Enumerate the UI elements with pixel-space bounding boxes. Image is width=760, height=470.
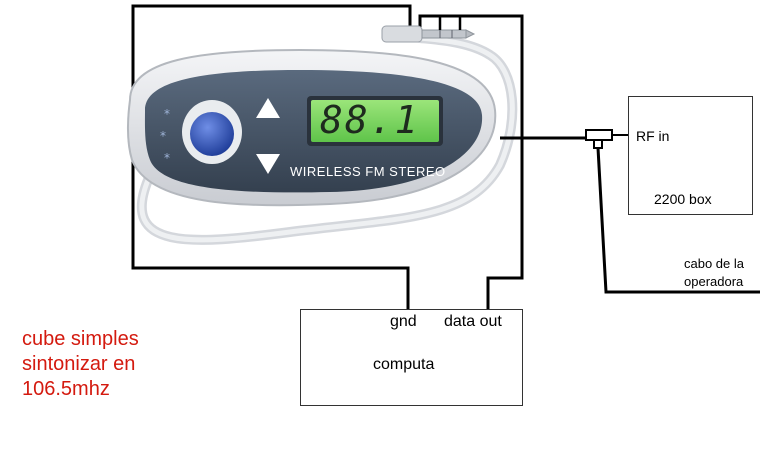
computer-box: [300, 309, 523, 406]
gnd-label: gnd: [390, 313, 417, 330]
audio-jack-icon: [381, 25, 476, 43]
fm-transmitter-device: * * *: [127, 48, 497, 207]
svg-text:*: *: [160, 129, 166, 143]
svg-text:*: *: [164, 107, 170, 121]
tuning-note-line3: 106.5mhz: [22, 378, 110, 400]
rf-box: [628, 96, 753, 215]
tuning-note-line1: cube simples: [22, 328, 139, 350]
tuning-note-line2: sintonizar en: [22, 353, 136, 375]
device-brand-text: WIRELESS FM STEREO: [290, 164, 446, 179]
lcd-reading: 88.1: [320, 98, 420, 142]
svg-text:*: *: [164, 151, 170, 165]
operator-cable-label-line2: operadora: [684, 274, 744, 289]
round-blue-button-icon: [190, 112, 234, 156]
computer-box-name: computa: [373, 356, 435, 373]
device-cable: [136, 33, 518, 245]
triangle-down-icon: [256, 154, 280, 174]
rf-connector-icon: [585, 129, 630, 149]
operator-cable-wire: [596, 147, 760, 294]
rf-box-name: 2200 box: [654, 191, 712, 207]
lcd-display: [311, 100, 439, 142]
rf-input-label: RF in: [636, 128, 670, 144]
data-out-label: data out: [444, 313, 502, 330]
triangle-up-icon: [256, 98, 280, 118]
operator-cable-label-line1: cabo de la: [684, 256, 744, 271]
